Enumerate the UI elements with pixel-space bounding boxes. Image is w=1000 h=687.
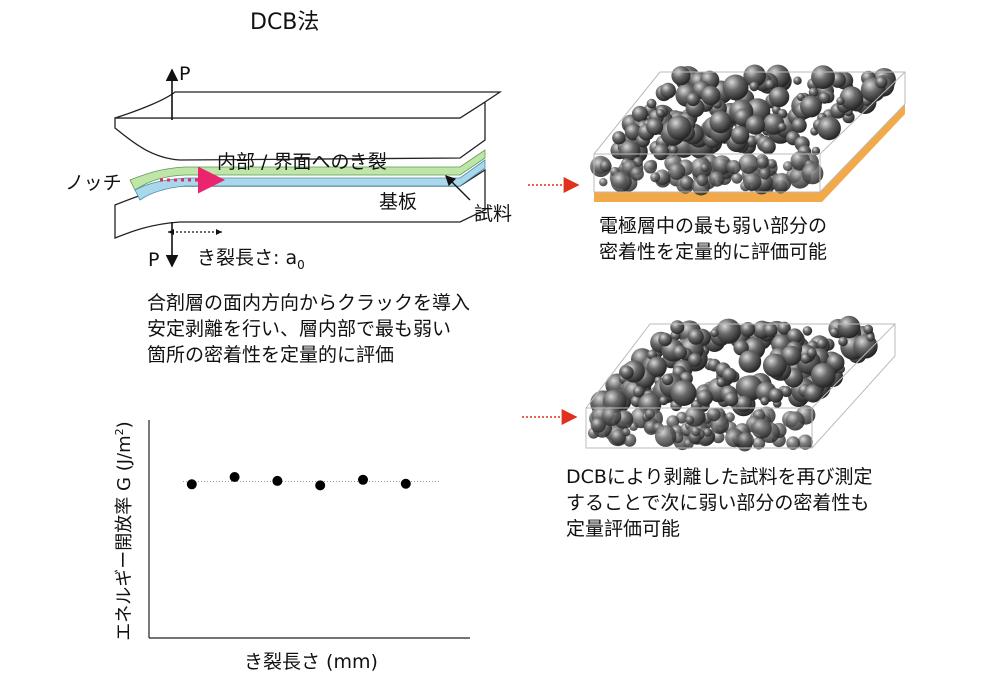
block-top-outline (593, 71, 906, 193)
data-point (186, 479, 197, 490)
crack-length-left-head (168, 229, 174, 235)
data-point (315, 480, 326, 491)
force-label-bottom: P (148, 249, 160, 271)
data-point (400, 478, 411, 489)
notch-label: ノッチ (65, 172, 122, 194)
data-point (358, 474, 368, 485)
crack-length-label: き裂長さ: a0 (197, 246, 305, 273)
x-axis-label: き裂長さ (mm) (244, 651, 378, 673)
crack-length-text: き裂長さ: a (197, 247, 298, 269)
crack-length-subscript: 0 (297, 257, 305, 272)
upper-beam (114, 91, 503, 161)
page-title: DCB法 (250, 10, 320, 35)
crack-label: 内部 / 界面へのき裂 (217, 151, 387, 173)
specimen-label: 試料 (474, 203, 513, 225)
electrode-block-top (590, 64, 906, 202)
substrate-label: 基板 (379, 191, 418, 213)
coating-layers (129, 149, 486, 201)
data-point (272, 475, 283, 486)
top-panel-caption: 電極層中の最も弱い部分の 密着性を定量的に評価可能 (599, 215, 828, 263)
force-label-top: P (179, 63, 191, 85)
electrode-block-bottom (585, 315, 896, 452)
method-description: 合剤層の面内方向からクラックを導入 安定剥離を行い、層内部で最も弱い 箇所の密着… (147, 292, 471, 366)
crack-length-right-head (216, 229, 222, 235)
block-bottom-outline (585, 323, 896, 449)
data-point (229, 472, 240, 483)
bottom-panel-caption: DCBにより剥離した試料を再び測定 することで次に弱い部分の密着性も 定量評価可… (566, 466, 873, 540)
specimen-pointer (445, 175, 471, 201)
